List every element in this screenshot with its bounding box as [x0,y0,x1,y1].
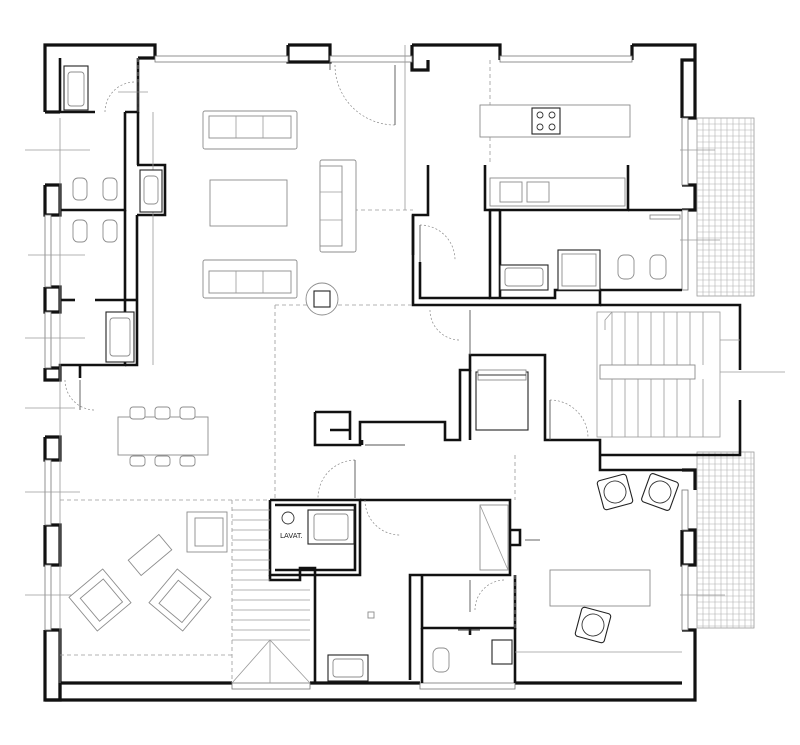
reference-lines [25,45,785,683]
toilet-1 [72,177,88,201]
interior-walls-core [313,353,742,472]
staircase-main [596,311,740,438]
living-sofa-right [319,159,357,253]
coffee-table [209,179,288,227]
dining-chair [129,406,146,420]
office-chair-3 [574,606,612,644]
living-sofa-bottom [202,259,298,299]
interior-walls-lower [268,498,522,683]
dining-table [117,406,209,467]
armchair-top [186,511,228,553]
bathtub-top [63,65,89,111]
bidet-1 [102,177,118,201]
dining-chair [129,455,146,467]
living-sofa-top [202,110,298,150]
fireplace-column [305,282,339,316]
side-table [127,533,173,577]
dining-chair [154,406,171,420]
office-chair-1 [596,473,634,511]
lower-sink [327,654,369,682]
dining-chair [154,455,171,467]
staircase-lower [231,509,311,684]
armchair-left [68,568,132,632]
armchair-right [148,568,212,632]
lift [475,369,529,431]
floor-drain [367,611,375,619]
towel-rail [649,214,681,220]
laundry-sink [499,264,549,291]
wc-toilet [432,647,450,673]
wc-sink [491,639,513,665]
lavatrice-label: LAVAT. [280,532,303,540]
doors [64,62,589,612]
bathtub-bottom [105,311,135,363]
dining-chair [179,455,196,467]
shower-tray [557,249,601,291]
desk [549,569,651,607]
laundry-machine: LAVAT. [280,511,303,540]
terrace-east-upper [696,117,755,297]
storage-shelf [479,504,509,571]
sink-left-cabinet [139,169,163,213]
windows [44,55,689,690]
office-chair-2 [641,473,679,511]
toilet-kitchen-bath [617,254,635,280]
kitchen-counter [489,177,626,207]
terrace-east-lower [696,451,755,629]
utility-sink [307,509,355,545]
bidet-kitchen-bath [649,254,667,280]
kitchen-island [479,104,631,138]
dining-chair [179,406,196,420]
toilet-2 [72,219,88,243]
bidet-2 [102,219,118,243]
